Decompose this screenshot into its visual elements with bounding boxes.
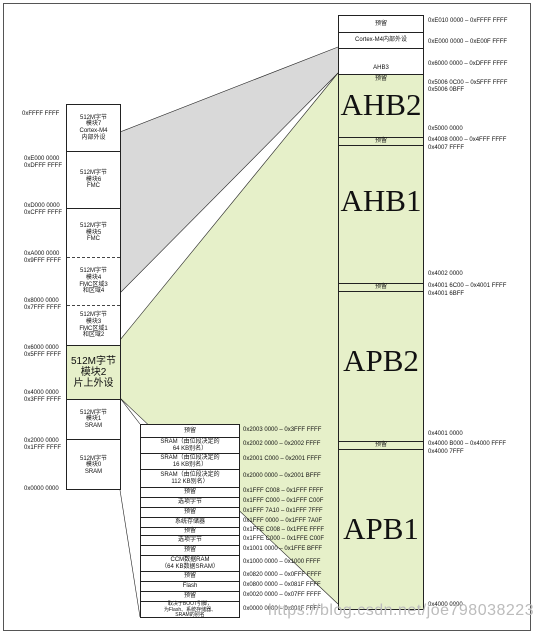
low-memory-map: 预留 SRAM（由位段决定的 64 KB别名） SRAM（由位段决定的 16 K…: [140, 424, 240, 618]
low-addr: 0x1FFF 0000 – 0x1FFF 7A0F: [243, 518, 323, 524]
low-cell: 选项字节: [141, 497, 239, 507]
low-addr: 0x1FFF C000 – 0x1FFF C00F: [243, 498, 324, 504]
low-cell: 选项字节: [141, 535, 239, 545]
reserved-1: 预留: [374, 75, 387, 82]
addr-r4b: 0x4000 7FFF: [428, 449, 464, 455]
low-addr: 0x2000 0000 – 0x2001 BFFF: [243, 473, 321, 479]
addr-ahb3: 0x6000 0000 – 0xDFFF FFFF: [428, 61, 508, 67]
low-cell: Flash: [141, 581, 239, 591]
addr-pair-lo: 0x5FFF FFFF: [24, 352, 61, 358]
addr-pair-hi: 0x6000 0000: [24, 345, 59, 351]
sram-zoom-line-bottom: [119, 489, 141, 618]
addr-ahb2-base: 0x5000 0000: [428, 126, 463, 132]
addr-pair-hi: 0x4000 0000: [24, 390, 59, 396]
figure-frame: [3, 3, 531, 631]
addr-pair-hi: 0x2000 0000: [24, 438, 59, 444]
low-cell: 取决于BOOT引脚， 为Flash、系统存储器、 SRAM的别名: [141, 601, 239, 619]
low-cell: 预留: [141, 571, 239, 581]
addr-pair-lo: 0x9FFF FFFF: [24, 258, 61, 264]
low-cell: 预留: [141, 527, 239, 535]
addr-r1b: 0x5006 0BFF: [428, 87, 465, 93]
addr-pair-hi: 0x8000 0000: [24, 298, 59, 304]
addr-top: 0xFFFF FFFF: [22, 111, 60, 117]
gray-zoom-wedge: [120, 47, 338, 293]
addr-pair-hi: 0xA000 0000: [24, 251, 60, 257]
apb2-label: APB2: [343, 343, 419, 378]
watermark: https://blog.csdn.net/joe798038223: [268, 602, 535, 619]
addr-ahb1-base: 0x4002 0000: [428, 271, 463, 277]
block-6: 512M字节 模块6 FMC: [67, 151, 120, 208]
green-zoom-wedge: [120, 73, 338, 604]
low-cell: 预留: [141, 545, 239, 555]
addr-apb2-base: 0x4001 0000: [428, 431, 463, 437]
ahb1-label: AHB1: [340, 183, 422, 218]
low-cell: 预留: [141, 487, 239, 497]
addr-pair-lo: 0x1FFF FFFF: [24, 445, 61, 451]
addr-r1a: 0x5006 0C00 – 0x5FFF FFFF: [428, 80, 508, 86]
block-1: 512M字节 模块1 SRAM: [67, 399, 120, 439]
reserved-4: 预留: [339, 441, 423, 449]
low-cell: SRAM（由位段决定的 64 KB别名）: [141, 437, 239, 453]
sram-zoom-line-top: [119, 397, 141, 425]
low-cell: 预留: [141, 591, 239, 601]
addr-pair-lo: 0x3FFF FFFF: [24, 397, 61, 403]
addr-r3a: 0x4001 6C00 – 0x4001 FFFF: [428, 283, 507, 289]
low-addr: 0x1FFE C000 – 0x1FFE C00F: [243, 536, 325, 542]
block-7: 512M字节 模块7 Cortex-M4 内部外设: [79, 114, 108, 141]
addr-bottom: 0x0000 0000: [24, 486, 59, 492]
low-cell: 系统存储器: [141, 517, 239, 527]
addr-r3b: 0x4001 6BFF: [428, 291, 465, 297]
low-cell: 预留: [183, 427, 196, 434]
block-0: 512M字节 模块0 SRAM: [67, 439, 120, 491]
addr-pair-lo: 0xDFFF FFFF: [24, 163, 62, 169]
addr-r2b: 0x4007 FFFF: [428, 145, 465, 151]
block-3: 512M字节 模块3 FMC区域1 和区域2: [67, 305, 120, 345]
ahb2-label: AHB2: [340, 87, 422, 122]
block-2: 512M字节 模块2 片上外设: [67, 345, 120, 399]
low-addr: 0x0800 0000 – 0x081F FFFF: [243, 582, 321, 588]
addr-r4a: 0x4000 B000 – 0x4000 FFFF: [428, 441, 507, 447]
addr-pair-lo: 0xCFFF FFFF: [24, 210, 62, 216]
low-addr: 0x0020 0000 – 0x07FF FFFF: [243, 592, 322, 598]
addr-pair-lo: 0x7FFF FFFF: [24, 305, 61, 311]
low-cell: CCM数据RAM （64 KB数据SRAM）: [141, 555, 239, 571]
addr-apb1-base: 0x4000 0000: [428, 602, 463, 608]
memory-map-overview: 512M字节 模块7 Cortex-M4 内部外设 512M字节 模块6 FMC…: [66, 104, 121, 490]
low-cell: SRAM（由位段决定的 16 KB别名）: [141, 453, 239, 469]
addr-reserved-top: 0xE010 0000 – 0xFFFF FFFF: [428, 18, 508, 24]
low-addr: 0x1000 0000 – 0x1000 FFFF: [243, 559, 321, 565]
low-addr: 0x1FFE C008 – 0x1FFE FFFF: [243, 527, 325, 533]
low-addr: 0x0000 0000 – 0x001F FFFF: [243, 606, 321, 612]
low-addr: 0x2001 C000 – 0x2001 FFFF: [243, 456, 322, 462]
low-cell: SRAM（由位段决定的 112 KB别名）: [141, 469, 239, 487]
apb1-label: APB1: [343, 511, 419, 546]
low-cell: 预留: [141, 507, 239, 517]
low-addr: 0x1FFF 7A10 – 0x1FFF 7FFF: [243, 508, 323, 514]
low-addr: 0x1001 0000 – 0x1FFE BFFF: [243, 546, 323, 552]
low-addr: 0x2003 0000 – 0x3FFF FFFF: [243, 427, 322, 433]
low-addr: 0x2002 0000 – 0x2002 FFFF: [243, 441, 321, 447]
block-5: 512M字节 模块5 FMC: [67, 208, 120, 257]
addr-r2a: 0x4008 0000 – 0x4FFF FFFF: [428, 137, 507, 143]
reserved-3: 预留: [339, 283, 423, 291]
addr-cortex-m4: 0xE000 0000 – 0xE00F FFFF: [428, 39, 508, 45]
reserved-2: 预留: [339, 137, 423, 145]
cell-reserved-top: 预留: [374, 20, 387, 27]
cell-ahb3: AHB3: [339, 48, 423, 74]
low-addr: 0x0820 0000 – 0x0FFF FFFF: [243, 572, 322, 578]
addr-pair-hi: 0xD000 0000: [24, 203, 60, 209]
peripheral-map: 预留 Cortex-M4内部外设 AHB3 预留 AHB2 预留 AHB1 预留…: [338, 15, 424, 610]
green-region: 预留 AHB2 预留 AHB1 预留 APB2 预留 APB1: [339, 74, 423, 609]
addr-pair-hi: 0xE000 0000: [24, 156, 60, 162]
cell-cortex-m4-peripherals: Cortex-M4内部外设: [339, 32, 423, 48]
block-4: 512M字节 模块4 FMC区域3 和区域4: [67, 257, 120, 305]
low-addr: 0x1FFF C008 – 0x1FFF FFFF: [243, 488, 324, 494]
